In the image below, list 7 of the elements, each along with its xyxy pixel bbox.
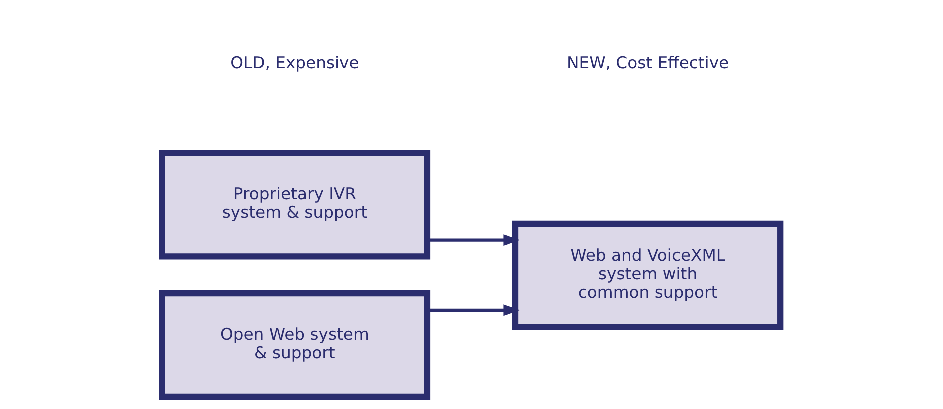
node-box: Proprietary IVR system & support [159,150,431,260]
label: OLD, Expensive [230,53,360,72]
node-box: Open Web system & support [159,290,431,400]
arrow [428,234,520,246]
arrow [428,304,520,316]
label: NEW, Cost Effective [567,53,730,72]
node-box: Web and VoiceXML system with common support [512,220,784,330]
